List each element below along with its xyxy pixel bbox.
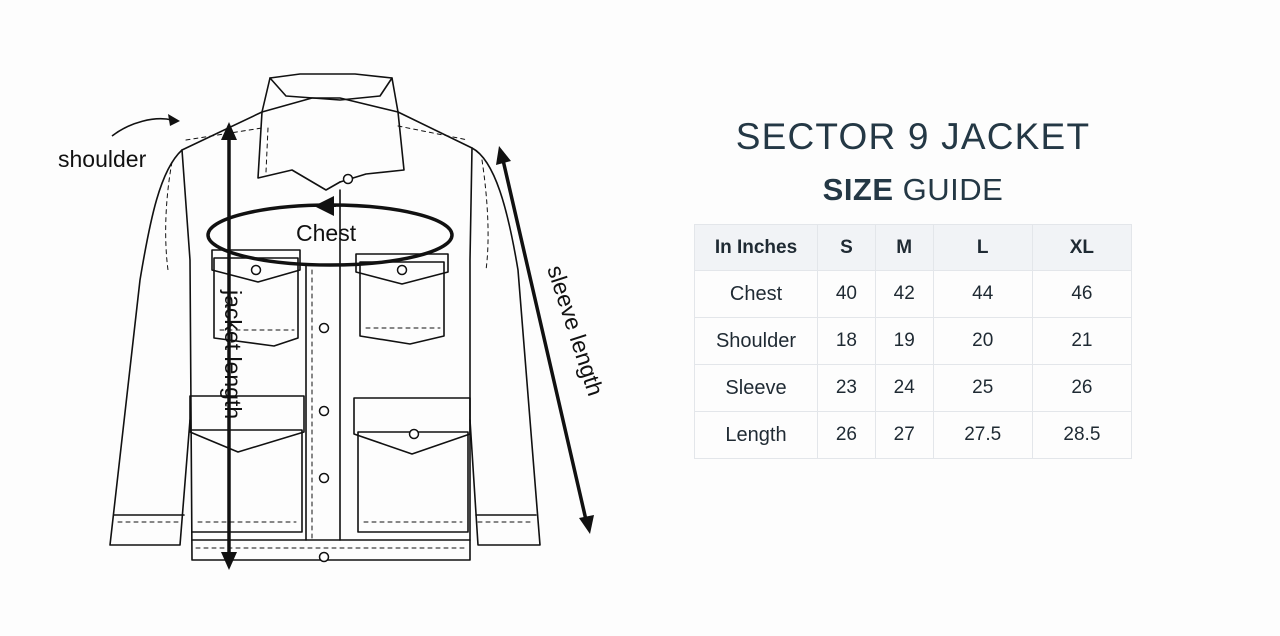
row-label: Sleeve — [694, 364, 818, 412]
table-cell: 44 — [932, 270, 1033, 318]
table-header-row: In Inches S M L XL — [694, 224, 1133, 271]
size-header: M — [874, 224, 934, 271]
row-label: Length — [694, 411, 818, 459]
table-cell: 21 — [1031, 317, 1133, 365]
table-cell: 42 — [874, 270, 934, 318]
left-sleeve — [109, 149, 191, 546]
shoulder-pointer-arrow — [111, 117, 173, 137]
table-cell: 26 — [1031, 364, 1133, 412]
shoulder-label: shoulder — [58, 146, 147, 172]
product-title: SECTOR 9 JACKET — [735, 116, 1091, 157]
row-label: Chest — [694, 270, 818, 318]
right-sleeve — [469, 147, 541, 546]
sleeve-length-arrow — [496, 146, 594, 534]
size-header: XL — [1031, 224, 1133, 271]
subtitle-rest: GUIDE — [902, 172, 1004, 207]
row-label: Shoulder — [694, 317, 818, 365]
jacket-illustration: shoulder Chest jacket length sleeve leng… — [58, 73, 609, 570]
left-chest-pocket — [213, 257, 299, 347]
unit-header: In Inches — [694, 224, 818, 271]
size-table: In Inches S M L XL Chest 40 42 44 46 Sho… — [694, 224, 1133, 459]
collar — [261, 73, 399, 113]
table-cell: 20 — [932, 317, 1033, 365]
size-guide-panel: SECTOR 9 JACKET SIZE GUIDE In Inches S M… — [694, 112, 1133, 459]
table-cell: 28.5 — [1031, 411, 1133, 459]
table-row: Chest 40 42 44 46 — [694, 270, 1133, 318]
jacket-drawing — [109, 73, 594, 570]
left-lower-pocket — [191, 429, 303, 533]
table-cell: 18 — [817, 317, 876, 365]
table-cell: 24 — [874, 364, 934, 412]
chest-label: Chest — [296, 220, 357, 246]
table-cell: 46 — [1031, 270, 1133, 318]
table-row: Length 26 27 27.5 28.5 — [694, 411, 1133, 459]
right-lower-pocket — [357, 431, 469, 533]
jacket-length-label: jacket length — [220, 290, 246, 420]
table-cell: 19 — [874, 317, 934, 365]
table-row: Shoulder 18 19 20 21 — [694, 317, 1133, 365]
guide-subtitle: SIZE GUIDE — [694, 170, 1132, 210]
size-header: S — [817, 224, 876, 271]
table-cell: 23 — [817, 364, 876, 412]
right-chest-pocket — [359, 261, 445, 345]
table-cell: 26 — [817, 411, 876, 459]
table-cell: 27 — [874, 411, 934, 459]
subtitle-bold: SIZE — [822, 172, 894, 207]
table-cell: 27.5 — [932, 411, 1033, 459]
size-header: L — [932, 224, 1033, 271]
table-cell: 40 — [817, 270, 876, 318]
jacket-body-outline — [181, 97, 473, 561]
table-cell: 25 — [932, 364, 1033, 412]
table-row: Sleeve 23 24 25 26 — [694, 364, 1133, 412]
jacket-length-arrow — [221, 122, 237, 570]
